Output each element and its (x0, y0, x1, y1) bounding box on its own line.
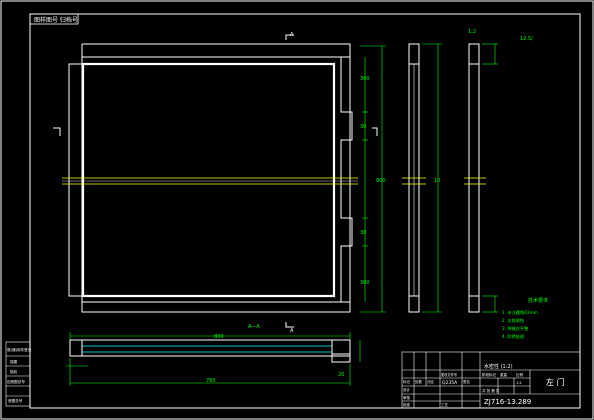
title-block (401, 351, 581, 409)
title-tag-box (29, 13, 79, 25)
dim-right-1: 300 (360, 76, 370, 82)
title-part-name: 水密性 (1:2) (484, 363, 513, 370)
tech-requirements: 技术要求 1. 未注圆角R2mm 2. 尖角倒钝 3. 焊缝应平整 4. 防锈处… (502, 297, 548, 340)
left-block-item-2: 描图 (10, 359, 18, 364)
title-weight: 重量 (500, 372, 508, 377)
title-drawing-no: ZJ716-13.289 (484, 398, 531, 406)
dim-right-total: 900 (376, 178, 386, 184)
title-scale-label: 比例 (516, 372, 524, 377)
title-sheets: 共 张 第 张 (482, 388, 500, 393)
title-tag: 图样图号 归档号 (34, 16, 78, 24)
bottom-section-view (69, 339, 351, 363)
left-block (5, 341, 31, 407)
dim-side-mid: 10 (434, 178, 440, 184)
tech-item-1: 1. 未注圆角R2mm (502, 309, 538, 316)
dim-right-2: 30 (360, 124, 366, 130)
tech-item-3: 3. 焊缝应平整 (502, 325, 529, 332)
front-view (62, 43, 358, 313)
svg-text:A: A (290, 32, 294, 38)
title-part-title: 左 门 (546, 377, 565, 387)
title-process: 工艺 (441, 402, 449, 407)
section-mark-right (372, 127, 378, 136)
inner-panel (81, 62, 336, 298)
title-check: 审核 (403, 395, 411, 400)
tech-item-2: 2. 尖角倒钝 (502, 317, 525, 324)
side-view-2 (464, 43, 486, 313)
dim-bottom-total: 800 (214, 334, 224, 340)
tech-title: 技术要求 (528, 297, 548, 304)
left-block-item-3: 描校 (10, 369, 18, 374)
title-row-zone: 分区 (427, 379, 435, 384)
title-material: Q235A (442, 380, 458, 386)
dim-bottom-inner: 780 (206, 378, 216, 384)
dim-right-3: 30 (360, 230, 366, 236)
left-block-item-4: 旧底图总号 (7, 379, 25, 384)
dim-right-4: 300 (360, 280, 370, 286)
title-design: 设计 (403, 387, 411, 392)
title-row-mark: 标记 (403, 379, 411, 384)
section-mark-left (53, 127, 61, 136)
title-row-sign: 签名 (463, 379, 470, 384)
right-dimensions (360, 45, 386, 313)
section-mark-bottom (285, 322, 294, 328)
left-block-item-1: 借(通)用件登记 (7, 347, 32, 352)
scale-note: 1:2 (468, 29, 476, 35)
title-scale-value: 1:2 (516, 381, 522, 385)
title-row-count: 处数 (415, 379, 423, 384)
left-block-item-5: 底图总号 (8, 398, 23, 403)
title-approve: 批准 (403, 402, 411, 407)
tech-item-4: 4. 防锈处理 (502, 333, 525, 340)
title-stage: 阶段标记 (482, 372, 496, 377)
dim-bottom-small: 20 (338, 372, 344, 378)
side-view-1 (402, 43, 426, 313)
roughness-note: 12.5/ (520, 36, 533, 42)
svg-text:A: A (290, 328, 294, 334)
section-mark-top (285, 34, 294, 40)
frame-border (29, 13, 581, 409)
section-label: A—A (248, 324, 260, 330)
title-row-doc: 更改文件号 (441, 372, 457, 377)
